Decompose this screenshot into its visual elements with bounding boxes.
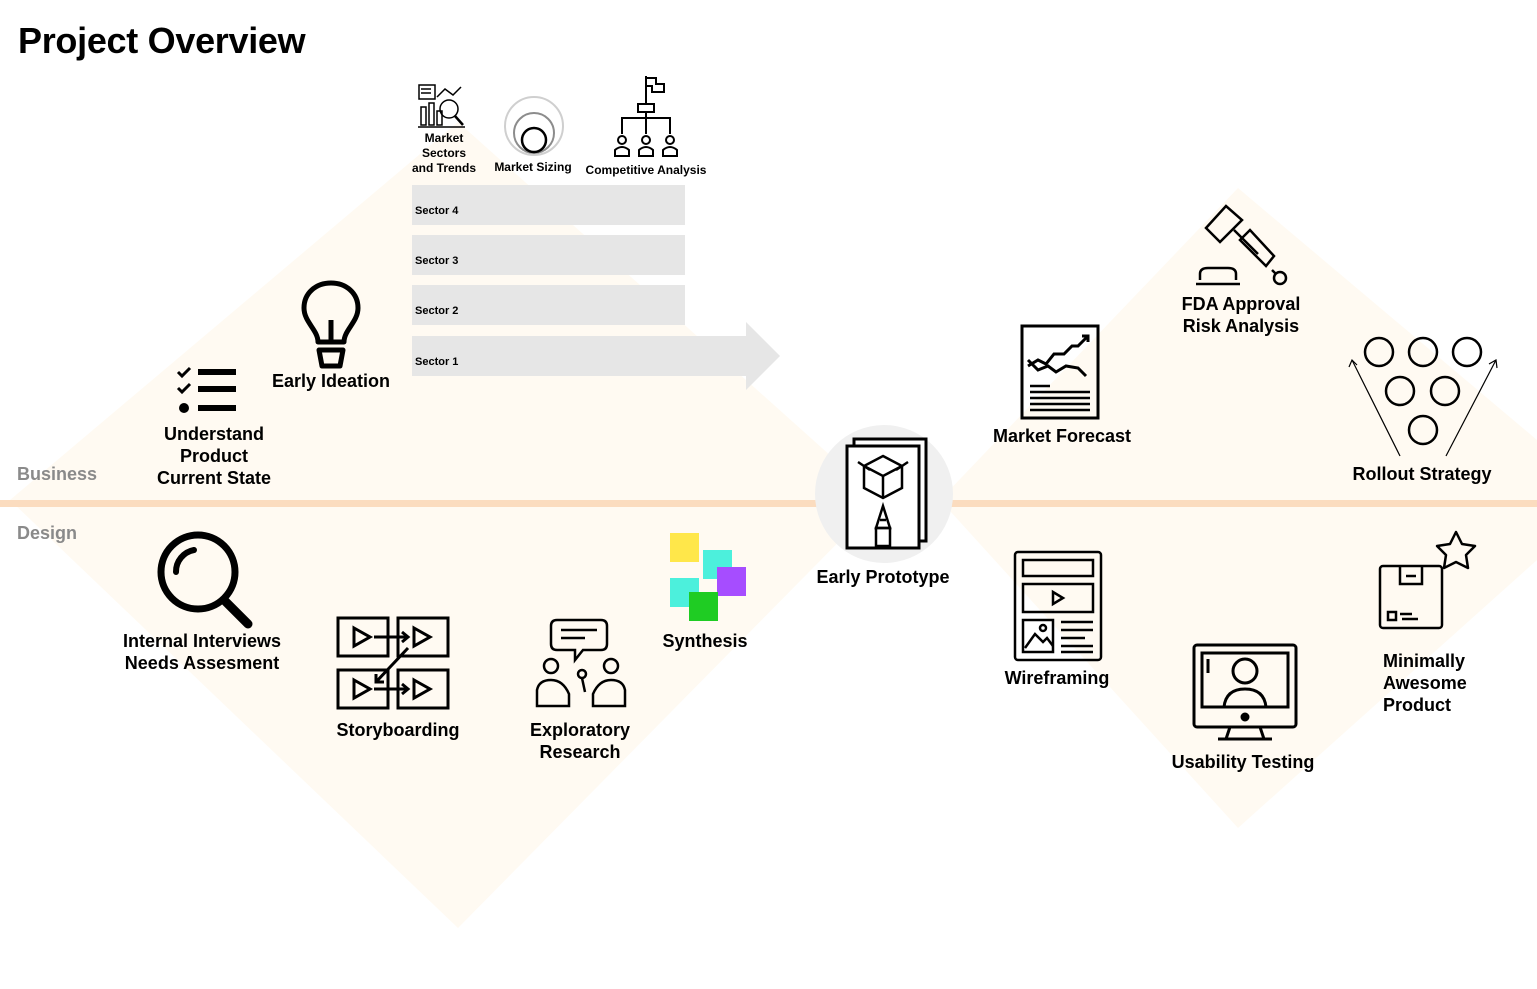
research-chat-icon [535, 618, 627, 708]
market-sectors-trends-label: Market Sectors and Trends [411, 131, 476, 175]
internal-interviews-label: Internal Interviews Needs Assesment [122, 631, 282, 673]
product-box-star-icon [1378, 530, 1477, 630]
prototype-blueprint-icon [815, 425, 953, 563]
rollout-funnel-icon [1348, 336, 1498, 457]
wireframe-icon [1013, 550, 1103, 662]
early-ideation-label: Early Ideation [271, 371, 391, 391]
checklist-icon [176, 366, 236, 413]
competitive-analysis-icon [614, 76, 678, 157]
market-forecast-label: Market Forecast [992, 426, 1132, 446]
sector-label: Sector 1 [415, 356, 459, 368]
sector-bar-2: Sector 2 [412, 285, 685, 325]
exploratory-research-label: Exploratory Research [529, 720, 631, 762]
market-trends-icon [418, 84, 465, 128]
competitive-analysis-label: Competitive Analysis [585, 163, 707, 177]
gavel-icon [1196, 204, 1288, 286]
storyboarding-label: Storyboarding [336, 720, 460, 740]
sector-label: Sector 2 [415, 305, 459, 317]
synthesis-label: Synthesis [662, 631, 748, 651]
fda-approval-label: FDA Approval Risk Analysis [1181, 294, 1301, 336]
lane-label-business: Business [17, 464, 98, 484]
market-sizing-icon [504, 96, 564, 156]
sector-label: Sector 3 [415, 255, 459, 267]
early-prototype-label: Early Prototype [816, 567, 950, 587]
storyboard-icon [336, 616, 450, 710]
usability-testing-label: Usability Testing [1171, 752, 1315, 772]
sector-label: Sector 4 [415, 205, 459, 217]
page-title: Project Overview [18, 20, 306, 61]
sector-arrow-1 [412, 322, 780, 390]
lane-label-design: Design [17, 523, 78, 543]
minimally-awesome-product-label: Minimally Awesome Product [1383, 651, 1467, 715]
sector-bar-3: Sector 3 [412, 235, 685, 275]
magnifier-icon [157, 531, 253, 629]
rollout-strategy-label: Rollout Strategy [1352, 464, 1492, 484]
sticky-notes-icon [670, 533, 746, 621]
sector-bar-1: Sector 1 [412, 336, 712, 376]
wireframing-label: Wireframing [1004, 668, 1110, 688]
market-sizing-label: Market Sizing [494, 160, 572, 174]
lane-divider [0, 500, 1537, 507]
sector-bar-4: Sector 4 [412, 185, 685, 225]
market-forecast-icon [1020, 324, 1100, 420]
right-diamond [940, 188, 1537, 828]
usability-monitor-icon [1192, 643, 1298, 741]
understand-product-label: Understand Product Current State [156, 424, 272, 488]
lightbulb-icon [301, 280, 361, 369]
